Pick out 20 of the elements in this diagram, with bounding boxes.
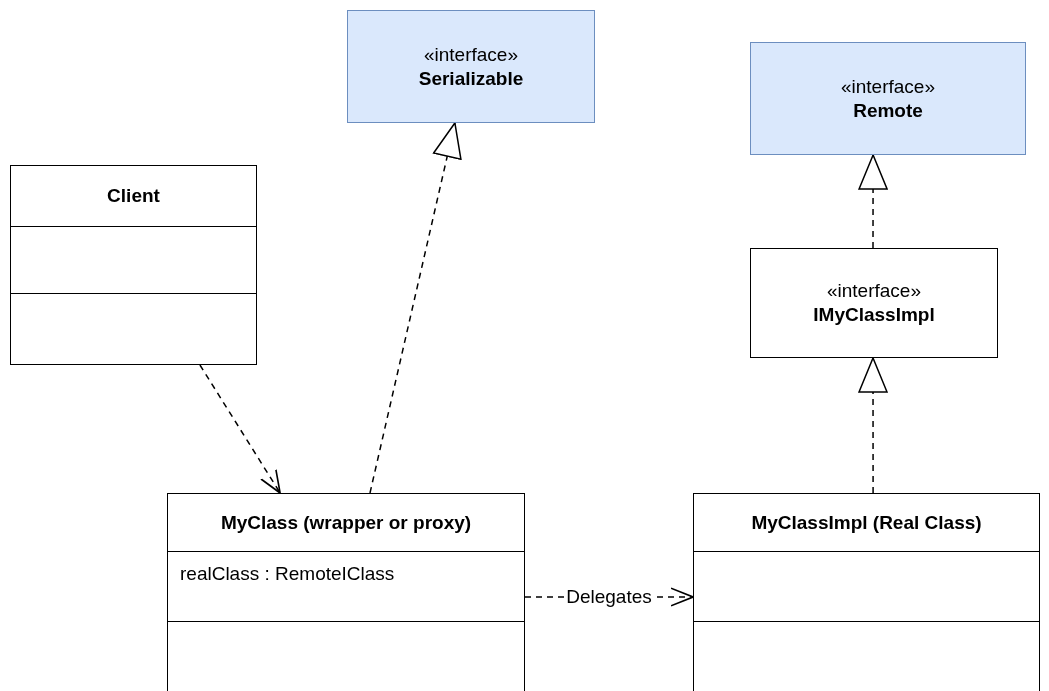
stereotype-label: «interface» [827,279,921,303]
realization-arrow [369,122,462,494]
interface-box [347,10,595,123]
interface-name: IMyClassImpl [813,303,935,327]
attribute-text: realClass : RemoteIClass [180,563,395,584]
realization-arrow [858,357,888,494]
interface-box [750,42,1026,155]
class-name: MyClassImpl (Real Class) [751,510,982,535]
class-name: MyClass (wrapper or proxy) [220,510,472,535]
class-name: Client [107,184,160,208]
interface-box [750,248,998,358]
class-box [10,165,257,365]
realization-arrow [858,154,888,249]
dependency-arrow [199,364,281,494]
class-box [693,493,1040,691]
interface-name: Remote [853,98,923,123]
interface-name: Serializable [418,66,524,91]
stereotype-label: «interface» [841,74,935,99]
class-box [167,493,525,691]
stereotype-label: «interface» [424,42,518,67]
